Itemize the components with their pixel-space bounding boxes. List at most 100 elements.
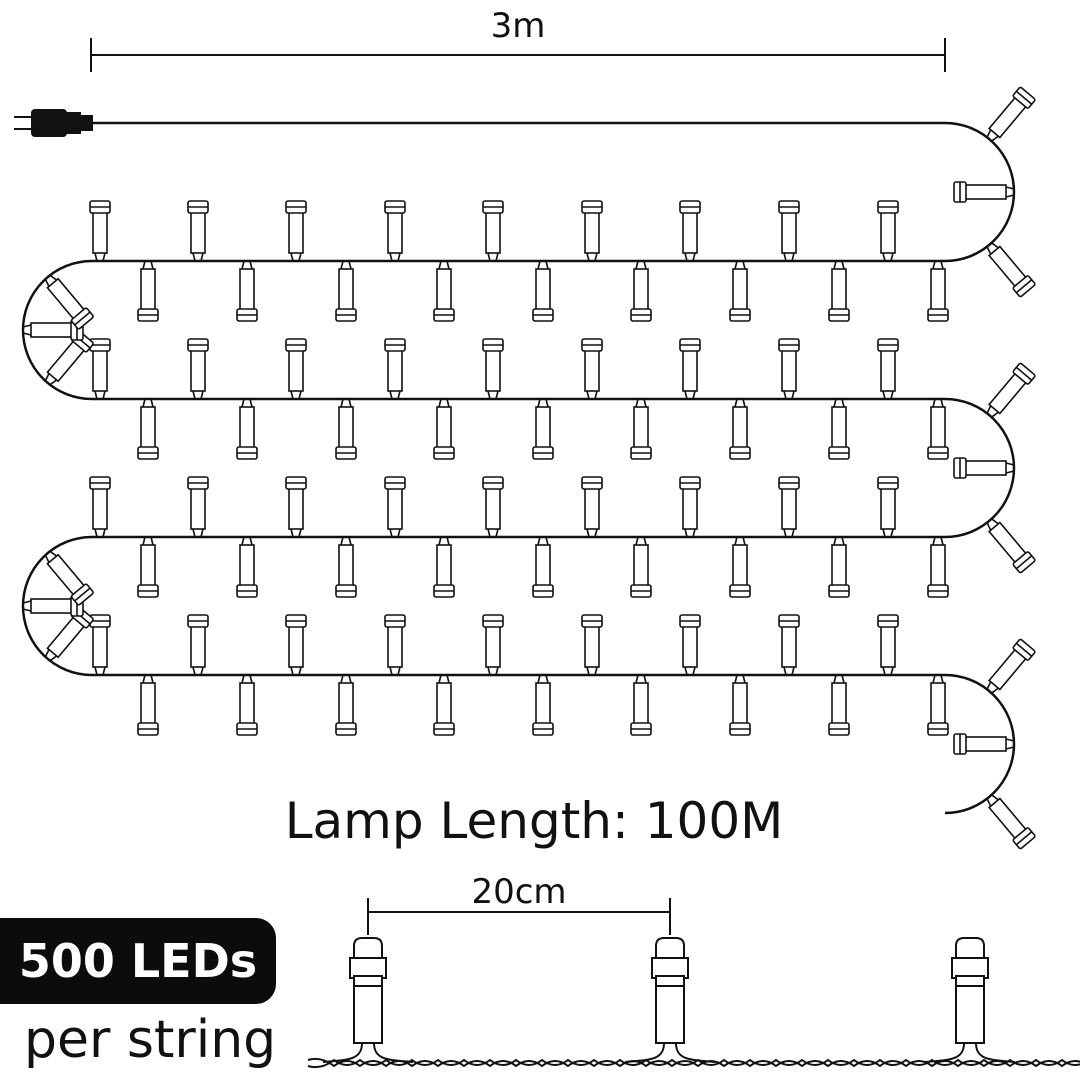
led-bulb-icon xyxy=(927,260,949,322)
led-bulb-icon xyxy=(986,638,1036,694)
led-bulb-icon xyxy=(335,398,357,460)
led-bulb-icon xyxy=(433,674,455,736)
led-bulb-icon xyxy=(384,200,406,262)
led-bulb-icon xyxy=(828,398,850,460)
led-bulb-icon xyxy=(285,338,307,400)
led-bulb-icon xyxy=(986,242,1036,298)
led-bulb-icon xyxy=(89,200,111,262)
length-dimension xyxy=(90,38,946,72)
led-bulb-icon xyxy=(236,260,258,322)
led-bulb-icon xyxy=(828,674,850,736)
led-bulb-icon xyxy=(778,338,800,400)
led-bulb-icon xyxy=(581,476,603,538)
led-bulb-icon xyxy=(532,536,554,598)
spacing-dimension xyxy=(367,898,671,935)
led-bulb-icon xyxy=(285,200,307,262)
led-bulb-icon xyxy=(729,536,751,598)
led-bulb-icon xyxy=(187,200,209,262)
led-bulb-icon xyxy=(335,536,357,598)
led-count-badge: 500 LEDs xyxy=(0,918,276,1004)
led-bulb-icon xyxy=(187,476,209,538)
led-bulb-icon xyxy=(877,614,899,676)
led-bulb-icon xyxy=(927,674,949,736)
led-bulb-icon xyxy=(89,476,111,538)
per-string-label: per string xyxy=(24,1010,277,1070)
led-bulb-icon xyxy=(236,674,258,736)
led-bulb-icon xyxy=(679,338,701,400)
led-bulb-icon xyxy=(927,536,949,598)
led-bulb-icon xyxy=(44,550,94,606)
led-bulb-icon xyxy=(630,674,652,736)
lamp-length-label: Lamp Length: 100M xyxy=(285,792,784,850)
led-bulb-icon xyxy=(778,614,800,676)
led-bulb-icon xyxy=(482,614,504,676)
plug-icon xyxy=(14,109,93,137)
led-bulb-icon xyxy=(482,200,504,262)
led-count-text: 500 LEDs xyxy=(18,934,258,988)
led-bulb-icon xyxy=(236,536,258,598)
led-bulb-icon xyxy=(581,338,603,400)
led-bulb-icon xyxy=(679,614,701,676)
led-bulb-icon xyxy=(236,398,258,460)
length-label: 3m xyxy=(491,6,546,46)
led-bulb-icon xyxy=(532,260,554,322)
led-bulb-icon xyxy=(729,260,751,322)
led-bulb-icon xyxy=(953,457,1015,479)
led-bulb-icon xyxy=(877,476,899,538)
led-bulb-icon xyxy=(630,398,652,460)
led-bulb-icon xyxy=(384,338,406,400)
led-bulb-icon xyxy=(44,606,94,662)
detail-bulb-group xyxy=(322,937,1016,1063)
led-bulb-icon xyxy=(89,338,111,400)
led-bulb-icon xyxy=(322,937,414,1063)
led-bulb-icon xyxy=(285,476,307,538)
led-bulb-icon xyxy=(433,398,455,460)
led-bulb-icon xyxy=(482,338,504,400)
led-bulb-icon xyxy=(828,536,850,598)
led-bulb-icon xyxy=(778,476,800,538)
led-bulb-icon xyxy=(89,614,111,676)
led-bulb-icon xyxy=(630,536,652,598)
led-bulb-icon xyxy=(729,674,751,736)
led-bulb-icon xyxy=(433,536,455,598)
led-bulb-icon xyxy=(22,319,84,341)
led-bulb-icon xyxy=(137,536,159,598)
led-bulb-icon xyxy=(532,674,554,736)
led-bulb-icon xyxy=(44,274,94,330)
led-bulb-icon xyxy=(482,476,504,538)
led-bulb-icon xyxy=(828,260,850,322)
led-bulb-icon xyxy=(137,674,159,736)
led-bulb-icon xyxy=(877,200,899,262)
led-bulb-icon xyxy=(924,937,1016,1063)
led-bulb-icon xyxy=(986,518,1036,574)
led-bulb-icon xyxy=(335,674,357,736)
led-bulb-icon xyxy=(532,398,554,460)
led-bulb-icon xyxy=(384,476,406,538)
led-bulb-icon xyxy=(624,937,716,1063)
led-bulb-icon xyxy=(137,260,159,322)
led-bulb-icon xyxy=(986,86,1036,142)
led-bulb-icon xyxy=(581,614,603,676)
led-bulb-icon xyxy=(335,260,357,322)
led-bulb-icon xyxy=(927,398,949,460)
led-bulb-icon xyxy=(953,181,1015,203)
led-bulb-icon xyxy=(285,614,307,676)
led-bulb-icon xyxy=(778,200,800,262)
led-bulb-icon xyxy=(986,362,1036,418)
led-bulb-icon xyxy=(384,614,406,676)
led-bulb-icon xyxy=(137,398,159,460)
led-bulb-icon xyxy=(187,338,209,400)
led-bulb-icon xyxy=(877,338,899,400)
bulb-group xyxy=(22,86,1036,850)
led-bulb-icon xyxy=(581,200,603,262)
led-bulb-icon xyxy=(630,260,652,322)
led-bulb-icon xyxy=(679,200,701,262)
spacing-label: 20cm xyxy=(471,872,566,912)
wire xyxy=(21,121,1016,815)
led-bulb-icon xyxy=(187,614,209,676)
led-bulb-icon xyxy=(433,260,455,322)
led-bulb-icon xyxy=(44,330,94,386)
led-bulb-icon xyxy=(729,398,751,460)
led-bulb-icon xyxy=(953,733,1015,755)
